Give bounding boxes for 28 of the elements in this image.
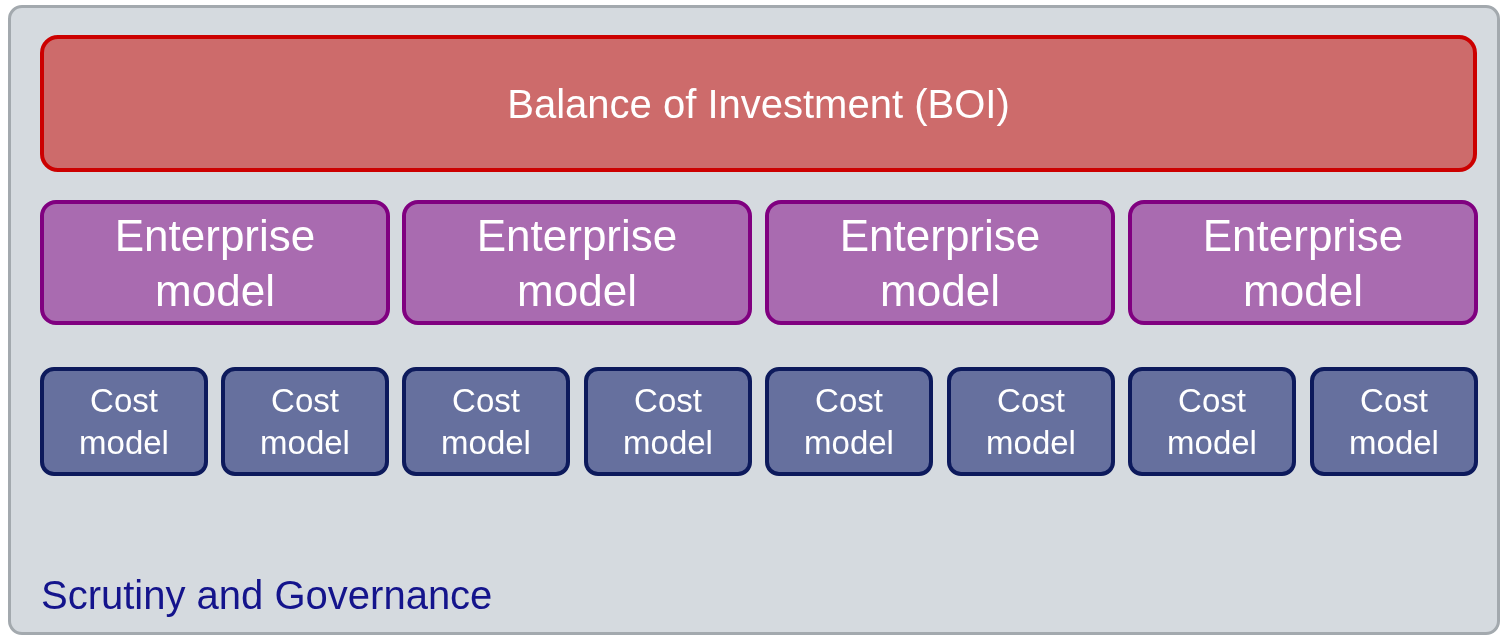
box-label: Enterprise model	[113, 209, 317, 317]
panel-title: Scrutiny and Governance	[41, 572, 493, 619]
bar-label: Balance of Investment (BOI)	[507, 80, 1010, 128]
box-label: Cost model	[259, 381, 351, 463]
box-label: Enterprise model	[838, 209, 1042, 317]
model-box	[1128, 367, 1296, 476]
box-label: Enterprise model	[475, 209, 679, 317]
box-label: Cost model	[622, 381, 714, 463]
box-label: Cost model	[440, 381, 532, 463]
box-label: Cost model	[1166, 381, 1258, 463]
model-box	[402, 200, 752, 325]
governance-panel	[8, 5, 1500, 635]
box-label: Cost model	[1348, 381, 1440, 463]
box-label: Enterprise model	[1201, 209, 1405, 317]
model-box	[1310, 367, 1478, 476]
box-label: Cost model	[985, 381, 1077, 463]
investment-bar	[40, 35, 1477, 172]
model-box	[40, 367, 208, 476]
model-box	[402, 367, 570, 476]
model-box	[765, 367, 933, 476]
box-label: Cost model	[803, 381, 895, 463]
model-box	[584, 367, 752, 476]
box-label: Cost model	[78, 381, 170, 463]
model-box	[40, 200, 390, 325]
model-box	[1128, 200, 1478, 325]
model-box	[947, 367, 1115, 476]
model-box	[221, 367, 389, 476]
model-box	[765, 200, 1115, 325]
